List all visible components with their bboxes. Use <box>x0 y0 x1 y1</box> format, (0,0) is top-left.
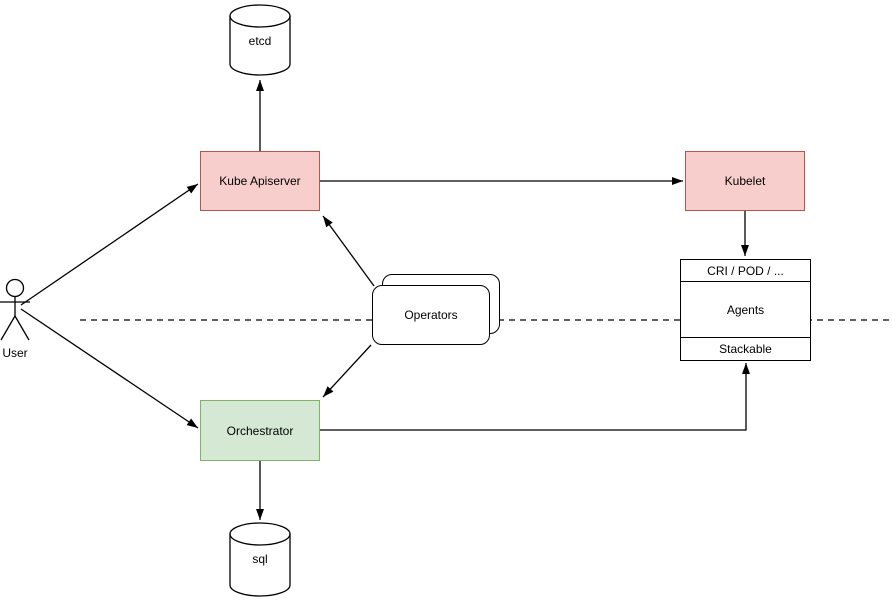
node-orchestrator[interactable]: Orchestrator <box>200 400 320 461</box>
node-agent-stack[interactable]: CRI / POD / ... Agents Stackable <box>680 259 811 361</box>
orchestrator-label: Orchestrator <box>226 423 294 438</box>
user-actor-figure[interactable] <box>0 278 30 341</box>
agent-stack-row-cri[interactable]: CRI / POD / ... <box>681 260 810 282</box>
node-kube-apiserver[interactable]: Kube Apiserver <box>200 151 320 211</box>
etcd-label: etcd <box>248 34 272 48</box>
agents-label: Agents <box>726 302 765 317</box>
edge-operators-to-kube-apiserver <box>322 215 375 287</box>
operators-label: Operators <box>404 308 458 322</box>
etcd-cylinder-shape[interactable] <box>229 4 291 76</box>
edge-operators-to-orchestrator <box>322 344 372 398</box>
node-operators[interactable]: Operators <box>372 285 490 345</box>
agent-stack-row-stackable[interactable]: Stackable <box>681 337 810 360</box>
node-kubelet[interactable]: Kubelet <box>685 151 805 211</box>
sql-cylinder-shape[interactable] <box>229 522 291 597</box>
user-actor-label: User <box>2 346 28 360</box>
sql-label: sql <box>252 552 268 566</box>
edge-orchestrator-to-stackable <box>320 363 750 431</box>
stackable-label: Stackable <box>719 342 772 356</box>
edge-user-to-kube-apiserver <box>20 183 199 306</box>
kubelet-label: Kubelet <box>724 174 766 188</box>
kube-apiserver-label: Kube Apiserver <box>219 174 301 188</box>
edge-user-to-orchestrator <box>20 308 199 429</box>
cri-pod-label: CRI / POD / ... <box>707 263 784 278</box>
agent-stack-row-agents[interactable]: Agents <box>681 282 810 337</box>
